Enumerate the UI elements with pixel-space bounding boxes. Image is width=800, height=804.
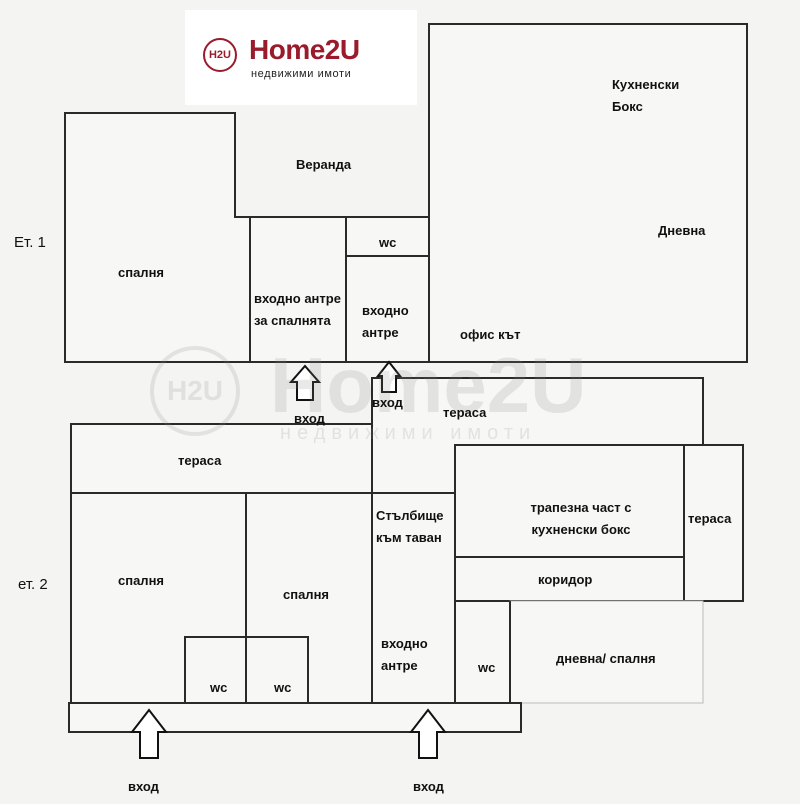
f1-entry-label: входно антре	[362, 303, 409, 340]
terrace-left-outline	[70, 423, 373, 494]
f1-living-label: Дневна	[658, 223, 706, 238]
f2-wc-left-label: wc	[210, 680, 228, 695]
floor-1-label: Ет. 1	[14, 234, 46, 251]
f1-wc-label: wc	[379, 235, 397, 250]
f2-corridor-label: коридор	[538, 572, 593, 587]
f1-entrance-right-label: вход	[372, 395, 403, 410]
logo-title: Home2U	[249, 34, 360, 65]
f2-wc-right-label: wc	[478, 660, 496, 675]
f1-kitchen-box-label: Кухненски Бокс	[612, 77, 680, 114]
wc-right-outline	[454, 600, 511, 704]
f1-entrance-left-label: вход	[294, 411, 325, 426]
f2-bedroom-left-label: спалня	[118, 573, 165, 588]
floor-1-outline	[64, 23, 748, 363]
entrance-arrow-icon	[129, 708, 169, 759]
f2-dining-label: трапезна част с кухненски бокс	[530, 500, 632, 537]
brand-logo: H2U Home2U недвижими имоти	[185, 10, 417, 105]
floor-2-label: ет. 2	[18, 576, 48, 593]
f2-living-bedroom-label: дневна/ спалня	[556, 651, 656, 666]
entrance-arrow-icon	[288, 364, 322, 401]
f1-entry-bedroom-label: входно антре за спалнята	[254, 291, 341, 328]
f2-entrance-left-label: вход	[128, 779, 159, 794]
f2-terrace-top-label: тераса	[443, 405, 487, 420]
entrance-arrow-icon	[408, 708, 448, 759]
entrance-arrow-icon	[375, 360, 403, 393]
logo-subtitle: недвижими имоти	[251, 68, 352, 80]
f2-stairs-label: Стълбище към таван	[376, 508, 444, 545]
f2-entrance-right-label: вход	[413, 779, 444, 794]
f2-wc-mid-label: wc	[274, 680, 292, 695]
f1-veranda-label: Веранда	[296, 157, 352, 172]
f1-office-label: офис кът	[460, 327, 521, 342]
terrace-right-outline	[683, 444, 744, 602]
logo-mark-icon: H2U	[203, 38, 237, 72]
f2-bedroom-mid-label: спалня	[283, 587, 330, 602]
f2-terrace-right-label: тераса	[688, 511, 732, 526]
f2-terrace-left-label: тераса	[178, 453, 222, 468]
wc-left-outline	[184, 636, 247, 704]
f1-bedroom-label: спалня	[118, 265, 165, 280]
f2-entry-label: входно антре	[381, 636, 428, 673]
wc-mid-outline	[245, 636, 309, 704]
